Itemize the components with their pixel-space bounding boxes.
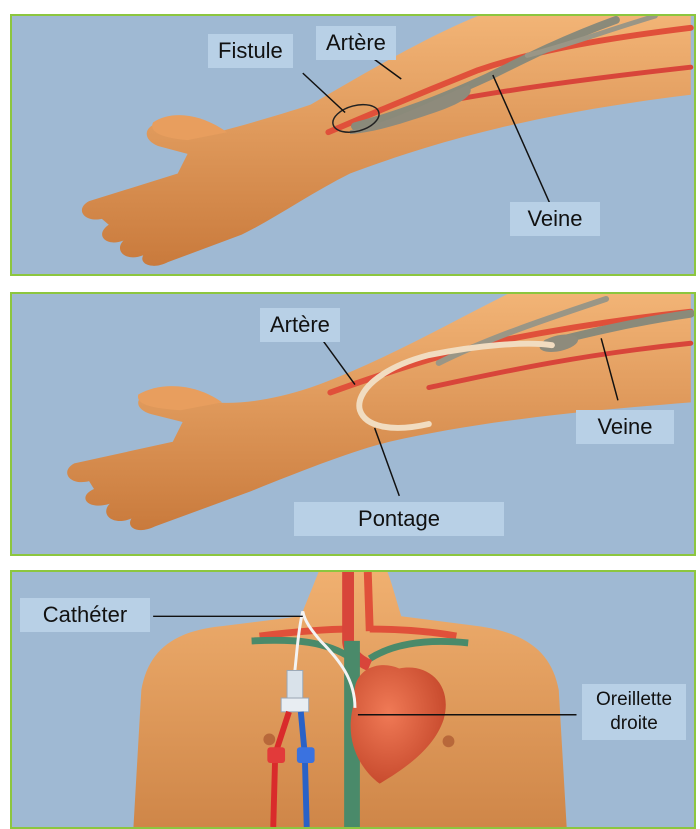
- red-clamp: [267, 747, 285, 763]
- oreillette-label-line1: Oreillette: [592, 688, 676, 712]
- left-nipple: [263, 733, 275, 745]
- oreillette-label-line2: droite: [592, 712, 676, 736]
- catheter-clamp: [281, 698, 309, 712]
- graft-panel: Artère Veine Pontage: [10, 292, 696, 556]
- artery-neck: [368, 572, 370, 631]
- artere-label: Artère: [260, 308, 340, 342]
- catheter-label: Cathéter: [20, 598, 150, 632]
- artere-label: Artère: [316, 26, 396, 60]
- blue-clamp: [297, 747, 315, 763]
- fistule-label: Fistule: [208, 34, 293, 68]
- veine-label: Veine: [576, 410, 674, 444]
- right-nipple: [443, 735, 455, 747]
- pontage-label: Pontage: [294, 502, 504, 536]
- fistula-panel: Fistule Artère Veine: [10, 14, 696, 276]
- catheter-hub: [287, 670, 303, 698]
- catheter-panel: Cathéter Oreillette droite: [10, 570, 696, 829]
- veine-label: Veine: [510, 202, 600, 236]
- oreillette-droite-label: Oreillette droite: [582, 684, 686, 740]
